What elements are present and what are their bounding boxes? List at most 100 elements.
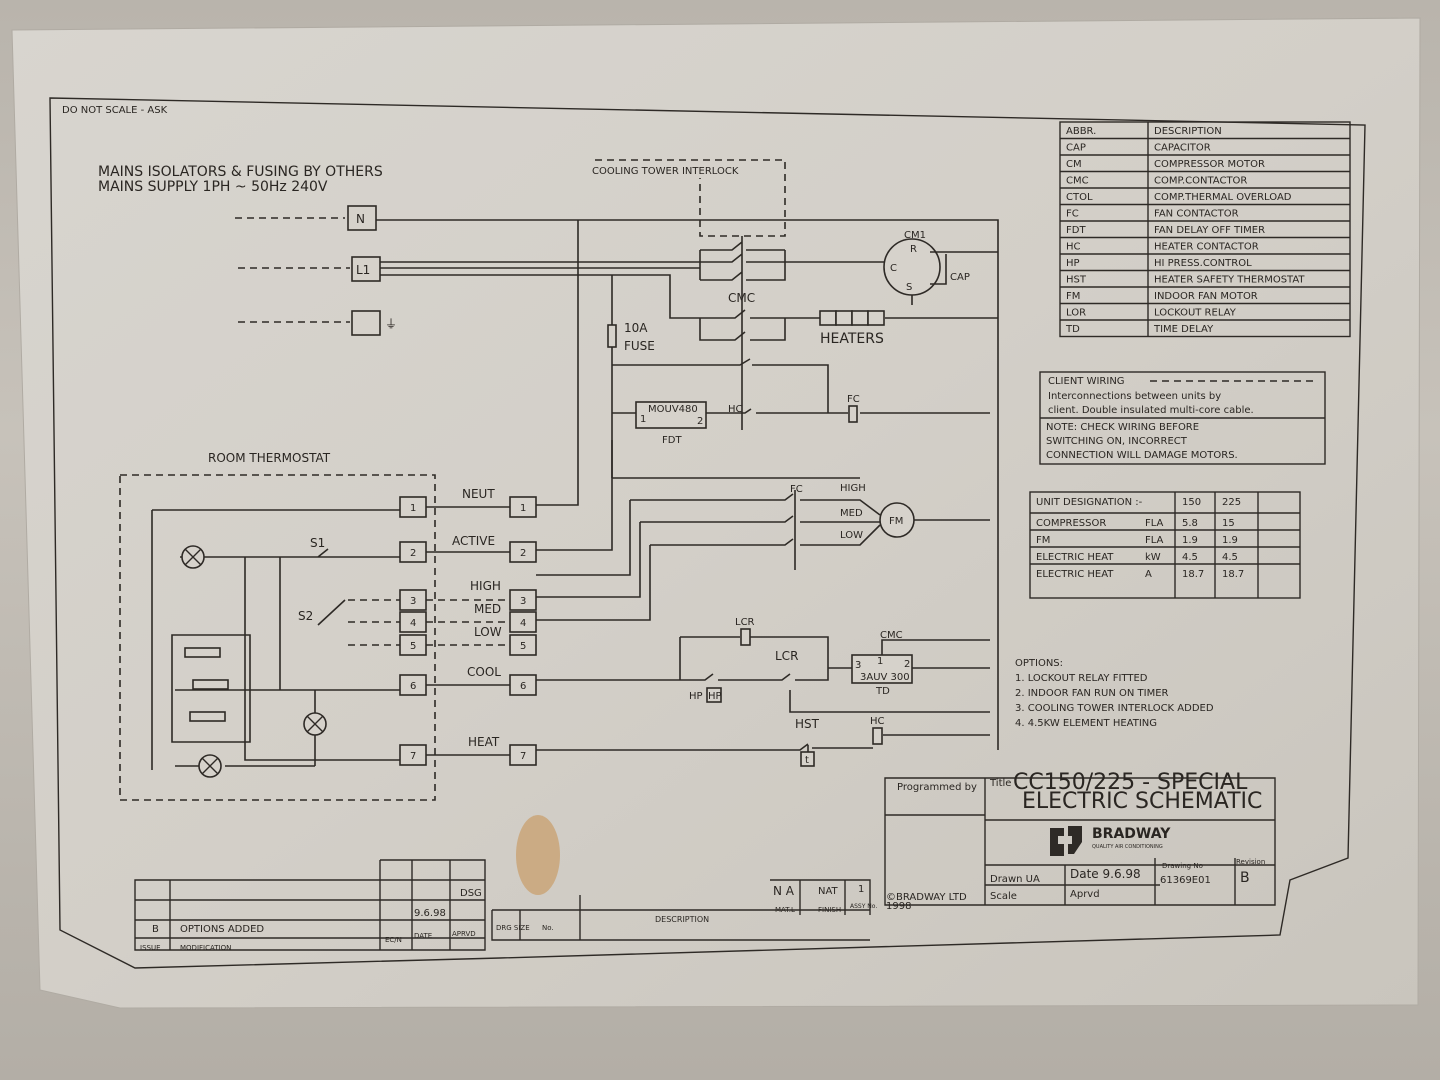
finish-label: FINISH xyxy=(818,906,841,914)
drawing-title-2: ELECTRIC SCHEMATIC xyxy=(1022,789,1262,814)
cm-s-label: S xyxy=(906,282,912,293)
terminal-l1 xyxy=(351,256,381,282)
unit-table-cell: 1.9 xyxy=(1182,535,1198,546)
terminal-number: 2 xyxy=(520,548,526,559)
fan-control-wiring xyxy=(612,358,990,414)
client-wiring xyxy=(426,506,510,756)
material-value: N A xyxy=(773,884,795,898)
fc-contacts-label: FC xyxy=(790,484,803,495)
hc-coil-label: HC xyxy=(870,716,885,727)
cooling-tower-interlock-dash xyxy=(595,159,786,237)
terminal-thermostat xyxy=(399,611,427,633)
abbr-code: CMC xyxy=(1066,176,1089,187)
terminal-number: 7 xyxy=(410,751,416,762)
cap-label: CAP xyxy=(950,272,970,283)
terminal-number: 2 xyxy=(410,548,416,559)
wire-med-label: MED xyxy=(474,602,501,616)
abbr-code: CTOL xyxy=(1066,192,1093,203)
abbr-code: HC xyxy=(1066,242,1081,253)
drawing-date: Date 9.6.98 xyxy=(1070,867,1141,881)
modification-label: MODIFICATION xyxy=(180,944,231,952)
revision-letter: B xyxy=(1240,870,1250,886)
terminal-number: 3 xyxy=(410,596,416,607)
cmc-coil-label: CMC xyxy=(880,630,903,641)
indoor-fan-motor xyxy=(879,502,915,538)
s1-label: S1 xyxy=(310,536,325,550)
terminal-unit xyxy=(509,634,537,656)
terminal-unit xyxy=(509,496,537,518)
abbr-description: COMP.CONTACTOR xyxy=(1154,176,1247,187)
terminal-number: 6 xyxy=(410,681,416,692)
wire-high-label: HIGH xyxy=(470,579,501,593)
cmc-contacts xyxy=(699,236,884,430)
unit-table-cell: kW xyxy=(1145,552,1161,563)
unit-table-cell: FLA xyxy=(1145,518,1164,529)
terminal-thermostat xyxy=(399,589,427,611)
td-pin2: 2 xyxy=(904,659,910,670)
hp-label: HP xyxy=(689,691,703,702)
abbr-description: FAN CONTACTOR xyxy=(1154,209,1239,220)
option-1: 1. LOCKOUT RELAY FITTED xyxy=(1015,673,1148,684)
finish-value: NAT xyxy=(818,886,839,897)
abbr-description: HEATER CONTACTOR xyxy=(1154,242,1259,253)
ecn-label: EC/N xyxy=(385,936,402,944)
abbr-description: LOCKOUT RELAY xyxy=(1154,308,1237,319)
date-col-label: DATE xyxy=(414,932,432,940)
unit-table-cell: 1.9 xyxy=(1222,535,1238,546)
unit-table-cell: FLA xyxy=(1145,535,1164,546)
cm-r-label: R xyxy=(910,244,917,255)
terminal-unit xyxy=(509,744,537,766)
abbr-description: HEATER SAFETY THERMOSTAT xyxy=(1154,275,1305,286)
terminal-unit xyxy=(509,674,537,696)
fdt-model: MOUV480 xyxy=(648,404,698,415)
terminal-thermostat xyxy=(399,744,427,766)
hst-box-label: t xyxy=(805,755,809,766)
unit-table-cell: 18.7 xyxy=(1182,569,1204,580)
heater-elements xyxy=(819,310,885,326)
abbr-description: INDOOR FAN MOTOR xyxy=(1154,291,1258,302)
abbr-description: TIME DELAY xyxy=(1153,324,1214,335)
title-block: Programmed by Title CC150/225 - SPECIAL … xyxy=(884,770,1276,912)
hc-coil xyxy=(872,727,883,745)
earth-icon: ⏚ xyxy=(385,317,397,331)
cmc-label: CMC xyxy=(728,291,755,305)
heat-circuit xyxy=(536,734,990,752)
unit-table-cell: 18.7 xyxy=(1222,569,1244,580)
wiring-note-2: SWITCHING ON, INCORRECT xyxy=(1046,436,1188,447)
abbr-code: HP xyxy=(1066,258,1080,269)
fc-coil-label: FC xyxy=(847,394,860,405)
copyright: ©BRADWAY LTD xyxy=(886,892,967,903)
unit-table-cell: COMPRESSOR xyxy=(1036,518,1106,529)
abbr-code: CAP xyxy=(1066,143,1086,154)
hp-box-label: HP xyxy=(708,691,722,702)
wire-active-label: ACTIVE xyxy=(452,534,495,548)
fan-high-label: HIGH xyxy=(840,483,866,494)
s2-label: S2 xyxy=(298,609,313,623)
brand-name: BRADWAY xyxy=(1092,826,1171,842)
mains-note-2: MAINS SUPPLY 1PH ~ 50Hz 240V xyxy=(98,179,328,195)
terminal-number: 3 xyxy=(520,596,526,607)
live-wires xyxy=(380,261,700,551)
unit-table-cell: ELECTRIC HEAT xyxy=(1036,552,1114,563)
abbr-code: FC xyxy=(1066,209,1079,220)
unit-table-cell: FM xyxy=(1036,535,1050,546)
room-thermostat-box xyxy=(119,474,436,801)
cm1-label: CM1 xyxy=(904,230,926,241)
option-3: 3. COOLING TOWER INTERLOCK ADDED xyxy=(1015,703,1214,714)
description-header: DESCRIPTION xyxy=(1154,126,1222,137)
thermostat-internal-wiring xyxy=(151,509,400,770)
terminal-thermostat xyxy=(399,541,427,563)
terminal-thermostat xyxy=(399,496,427,518)
title-label: Title xyxy=(989,778,1011,789)
terminal-number: 1 xyxy=(410,503,416,514)
td-pin3: 3 xyxy=(855,660,861,671)
terminal-number: 4 xyxy=(520,618,526,629)
thermostat-lamps xyxy=(181,545,327,778)
stain xyxy=(516,815,560,895)
option-2: 2. INDOOR FAN RUN ON TIMER xyxy=(1015,688,1169,699)
terminal-number: 5 xyxy=(520,641,526,652)
client-wiring-title: CLIENT WIRING xyxy=(1048,376,1125,387)
programmed-by-label: Programmed by xyxy=(897,782,977,793)
